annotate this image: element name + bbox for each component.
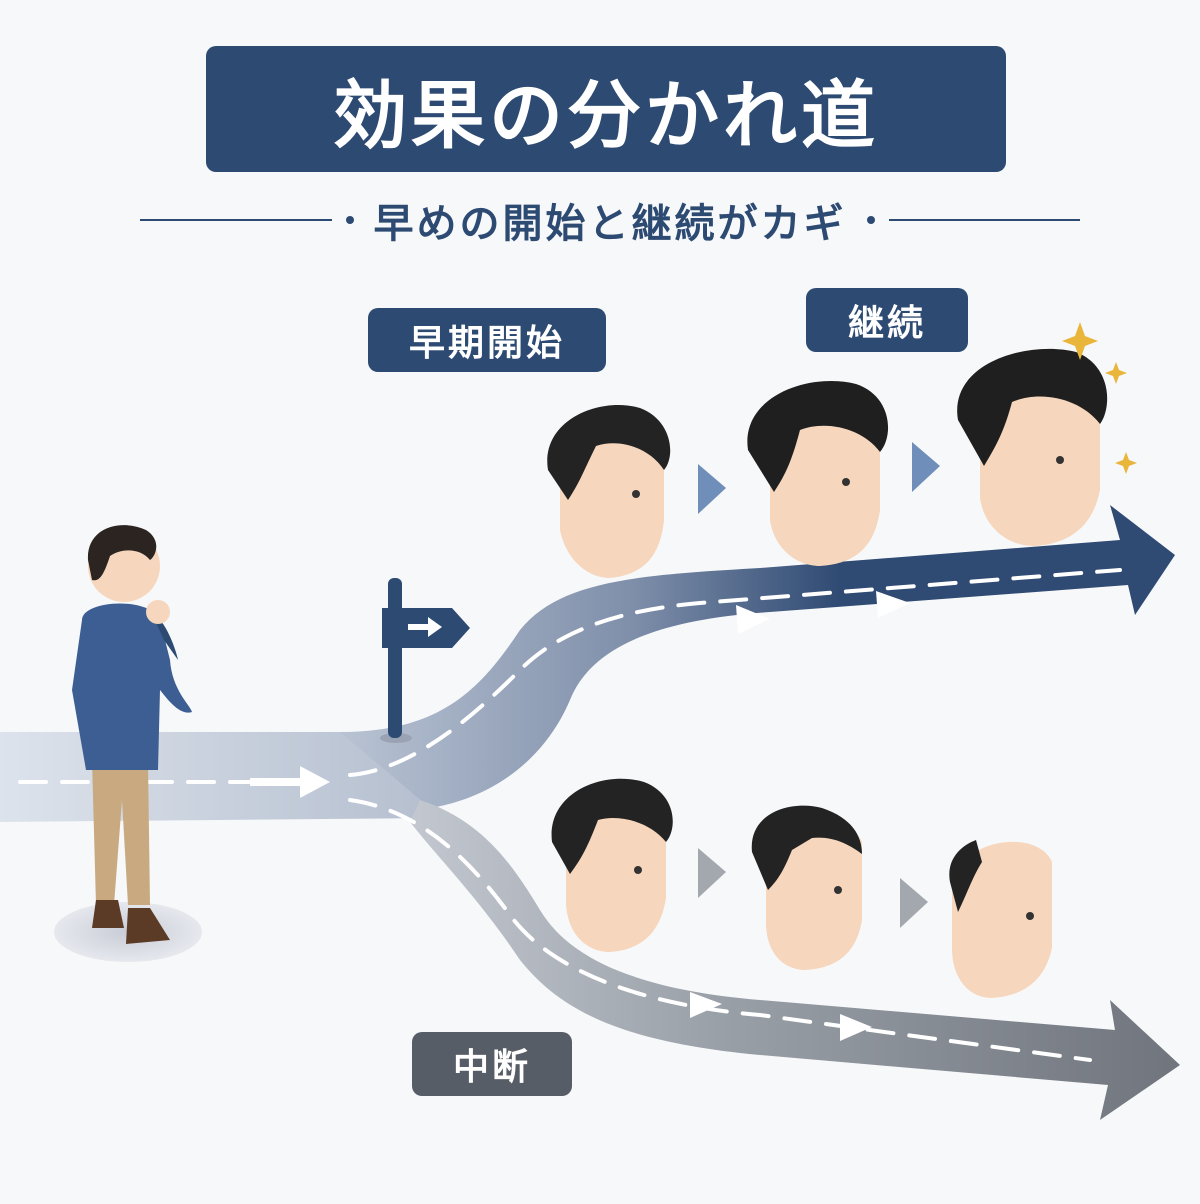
face-upper-3	[957, 348, 1108, 546]
lane-markings	[18, 568, 1122, 1062]
chevron-right-icon	[698, 442, 940, 928]
face-lower-1	[551, 778, 673, 952]
arrow-right-icon	[250, 591, 910, 1041]
title-banner: 効果の分かれ道	[206, 46, 1006, 172]
road-lower-interruption	[410, 800, 1180, 1120]
label-early-start-text: 早期開始	[408, 323, 565, 364]
road-upper-continuation	[340, 505, 1175, 808]
page-title: 効果の分かれ道	[333, 72, 879, 159]
face-upper-1	[547, 404, 671, 578]
label-continuation: 継続	[806, 288, 968, 352]
label-continuation-text: 継続	[847, 303, 926, 344]
subtitle-rule-right	[888, 219, 1080, 221]
sparkle-icon	[1062, 322, 1137, 474]
face-upper-2	[747, 380, 889, 566]
label-early-start: 早期開始	[368, 308, 606, 372]
label-interruption: 中断	[412, 1032, 572, 1096]
subtitle-row: 早めの開始と継続がカギ	[140, 192, 1080, 248]
thinking-man-illustration	[54, 525, 202, 962]
subtitle: 早めの開始と継続がカギ	[373, 201, 847, 247]
face-lower-2	[751, 805, 862, 970]
label-interruption-text: 中断	[452, 1047, 531, 1088]
face-lower-3	[949, 840, 1052, 998]
subtitle-dot-left	[345, 216, 354, 224]
signpost-icon	[380, 578, 470, 743]
subtitle-dot-right	[866, 216, 875, 224]
subtitle-rule-left	[140, 219, 332, 221]
